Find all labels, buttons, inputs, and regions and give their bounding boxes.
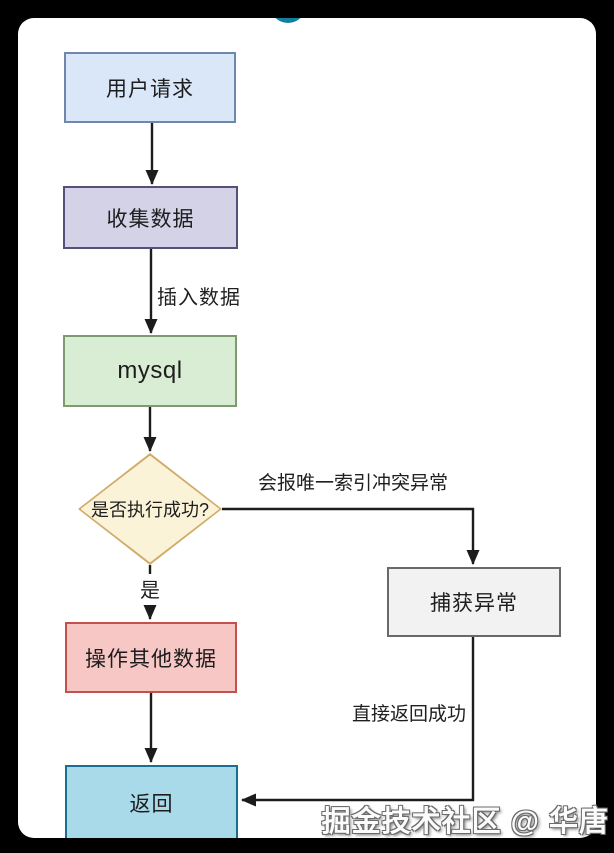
flowchart-card: 用户请求 收集数据 插入数据 mysql 是否执行成功? 会报唯一索引冲突异常 … bbox=[18, 18, 596, 838]
edge-label-return-success: 直接返回成功 bbox=[352, 704, 467, 725]
node-decision-label: 是否执行成功? bbox=[90, 500, 209, 520]
node-catch-exception-label: 捕获异常 bbox=[430, 592, 518, 615]
node-collect-data: 收集数据 bbox=[63, 186, 238, 249]
arrow-catch-exception-to-return bbox=[241, 637, 475, 807]
node-user-request: 用户请求 bbox=[64, 52, 236, 123]
node-user-request-label: 用户请求 bbox=[106, 77, 194, 101]
node-mysql-label: mysql bbox=[117, 357, 183, 384]
watermark-text: 掘金技术社区 @ 华唐 bbox=[321, 806, 609, 838]
edge-label-yes: 是 bbox=[136, 574, 164, 605]
flowchart-connectors bbox=[143, 123, 480, 807]
node-operate-other-data: 操作其他数据 bbox=[65, 622, 237, 693]
node-operate-other-data-label: 操作其他数据 bbox=[85, 647, 217, 671]
top-crop-bar bbox=[0, 0, 614, 18]
edge-label-insert-data: 插入数据 bbox=[157, 287, 241, 309]
node-return-label: 返回 bbox=[129, 793, 174, 816]
node-collect-data-label: 收集数据 bbox=[106, 207, 195, 231]
node-catch-exception: 捕获异常 bbox=[387, 567, 561, 637]
edge-label-unique-index-conflict: 会报唯一索引冲突异常 bbox=[258, 473, 449, 494]
node-return: 返回 bbox=[65, 765, 238, 838]
node-mysql: mysql bbox=[63, 335, 237, 407]
arrow-decision-to-catch-exception bbox=[222, 507, 480, 565]
